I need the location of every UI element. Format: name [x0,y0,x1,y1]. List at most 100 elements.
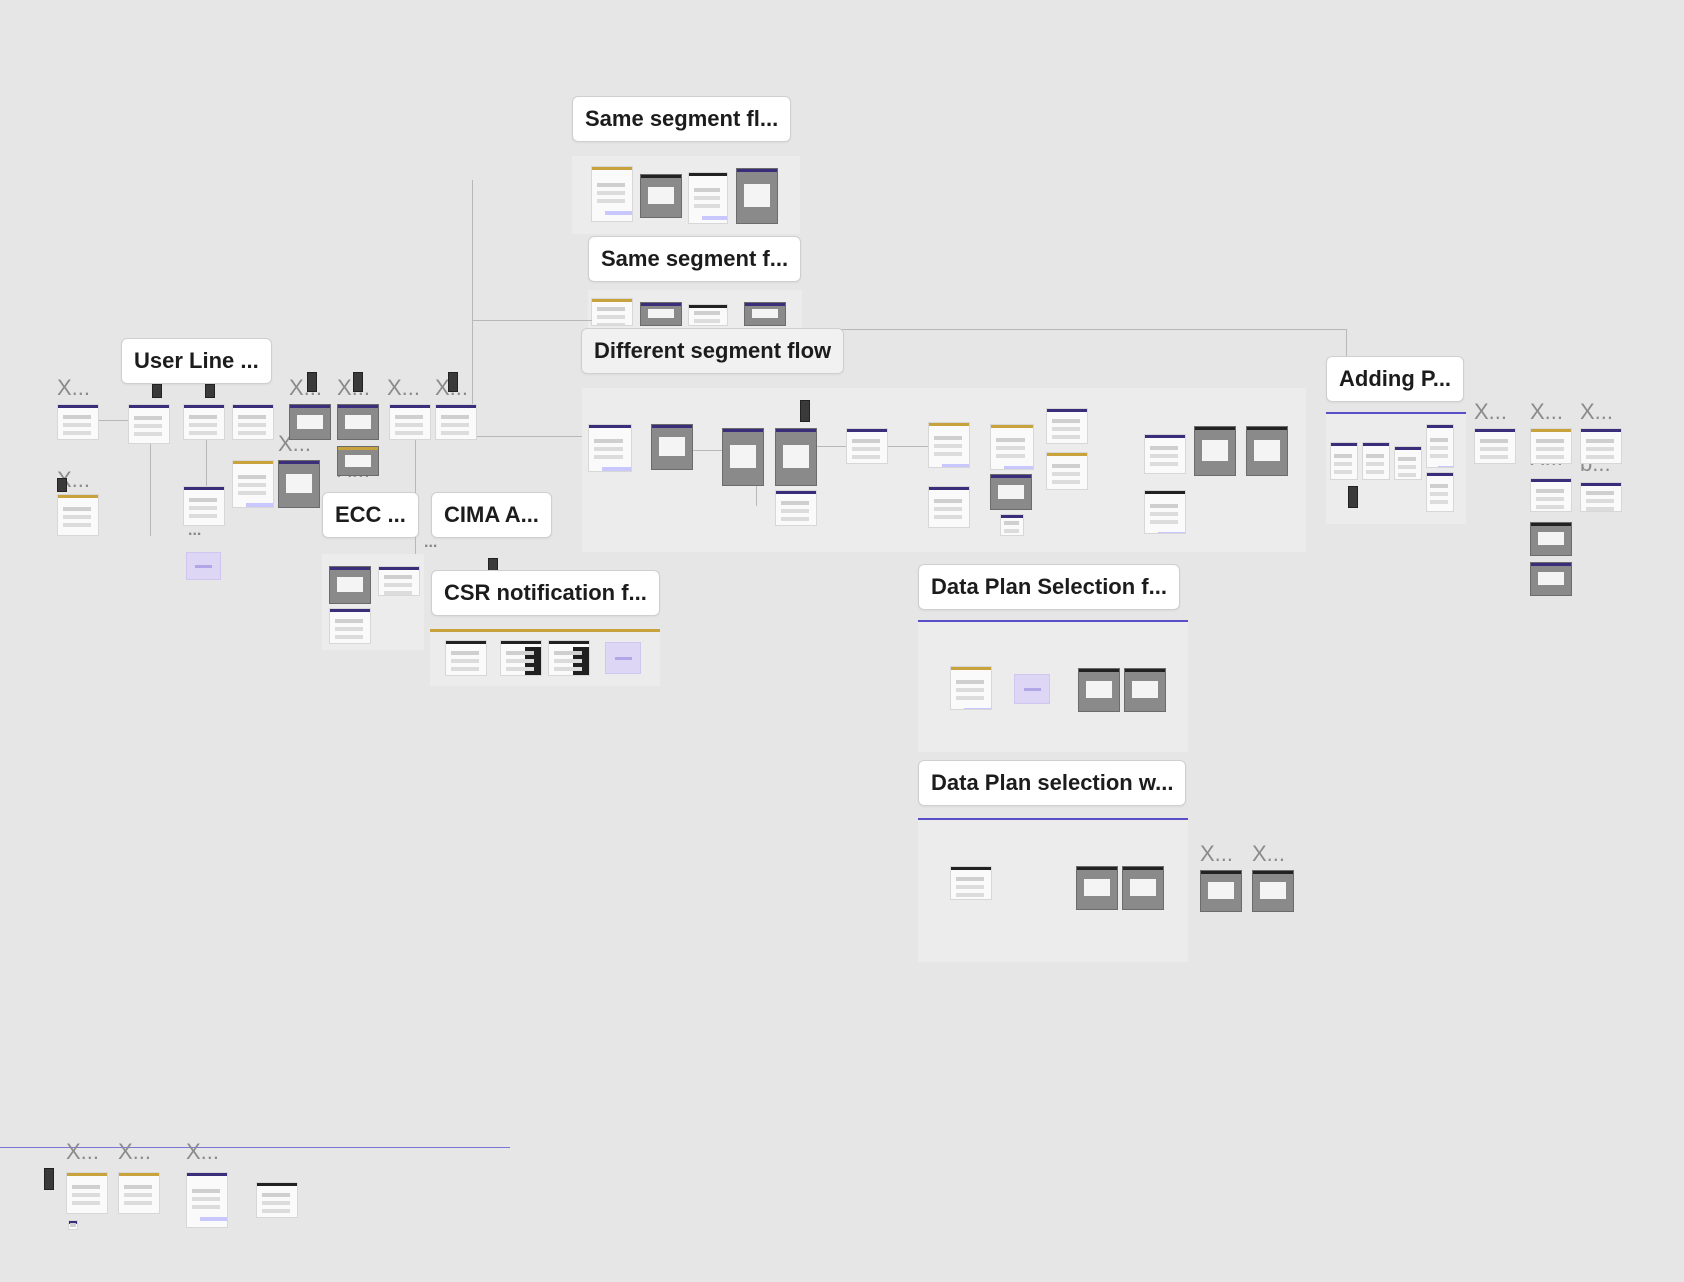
frame-label[interactable]: X... [118,1139,152,1164]
frame-thumbnail[interactable] [1078,668,1120,712]
phone-frame[interactable] [307,372,317,392]
frame-thumbnail[interactable] [1144,434,1186,474]
phone-frame[interactable] [1348,486,1358,508]
frame-thumbnail[interactable] [548,640,590,676]
frame-thumbnail[interactable] [688,172,728,224]
frame-thumbnail[interactable] [329,566,371,604]
frame-thumbnail[interactable] [1426,424,1454,468]
section-label-adding[interactable]: Adding P... [1326,356,1465,402]
frame-thumbnail[interactable] [1046,408,1088,444]
frame-label[interactable]: X... [1474,399,1508,424]
sticky-note[interactable] [186,552,221,580]
frame-thumbnail[interactable] [722,428,764,486]
frame-thumbnail[interactable] [1200,870,1242,912]
frame-thumbnail[interactable] [183,486,225,526]
frame-thumbnail[interactable] [1330,442,1358,480]
frame-thumbnail[interactable] [1000,514,1024,536]
frame-thumbnail[interactable] [232,404,274,440]
section-label-same-segment-2[interactable]: Same segment f... [588,236,802,282]
frame-thumbnail[interactable] [990,424,1034,470]
frame-thumbnail[interactable] [445,640,487,676]
frame-thumbnail[interactable] [1362,442,1390,480]
frame-label[interactable]: X... [1530,399,1564,424]
phone-frame[interactable] [205,384,215,398]
frame-thumbnail[interactable] [289,404,331,440]
frame-thumbnail[interactable] [928,486,970,528]
phone-frame[interactable] [353,372,363,392]
frame-thumbnail[interactable] [1046,452,1088,490]
frame-thumbnail[interactable] [591,166,633,222]
frame-thumbnail[interactable] [128,404,170,444]
frame-thumbnail[interactable] [950,666,992,710]
section-label-ecc[interactable]: ECC ... [322,492,419,538]
frame-thumbnail[interactable] [1530,428,1572,464]
sticky-note[interactable] [605,642,641,674]
phone-frame[interactable] [44,1168,54,1190]
frame-thumbnail[interactable] [1426,472,1454,512]
frame-thumbnail[interactable] [66,1172,108,1214]
section-label-data-plan-1[interactable]: Data Plan Selection f... [918,564,1180,610]
frame-thumbnail[interactable] [278,460,320,508]
frame-thumbnail[interactable] [736,168,778,224]
frame-thumbnail[interactable] [640,174,682,218]
frame-thumbnail[interactable] [378,566,420,596]
section-label-data-plan-2[interactable]: Data Plan selection w... [918,760,1187,806]
frame-thumbnail[interactable] [651,424,693,470]
frame-thumbnail[interactable] [1252,870,1294,912]
frame-thumbnail[interactable] [588,424,632,472]
frame-label[interactable]: X... [289,375,323,400]
frame-thumbnail[interactable] [846,428,888,464]
frame-thumbnail[interactable] [329,608,371,644]
frame-thumbnail[interactable] [337,404,379,440]
section-label-different-segment[interactable]: Different segment flow [581,328,845,374]
frame-thumbnail[interactable] [57,404,99,440]
sticky-note[interactable] [1014,674,1050,704]
frame-thumbnail[interactable] [1394,446,1422,480]
frame-thumbnail[interactable] [1246,426,1288,476]
frame-thumbnail[interactable] [640,302,682,326]
frame-label[interactable]: X... [1252,841,1286,866]
section-label-user-line[interactable]: User Line ... [121,338,272,384]
section-label-csr[interactable]: CSR notification f... [431,570,660,616]
frame-thumbnail[interactable] [1122,866,1164,910]
frame-thumbnail[interactable] [389,404,431,440]
section-label-same-segment-1[interactable]: Same segment fl... [572,96,792,142]
frame-thumbnail[interactable] [591,298,633,326]
frame-thumbnail[interactable] [118,1172,160,1214]
frame-label[interactable]: X... [1200,841,1234,866]
frame-thumbnail[interactable] [775,490,817,526]
phone-frame[interactable] [57,478,67,492]
section-label-cima[interactable]: CIMA A... [431,492,552,538]
frame-thumbnail[interactable] [928,422,970,468]
frame-thumbnail[interactable] [256,1182,298,1218]
frame-thumbnail[interactable] [775,428,817,486]
frame-thumbnail[interactable] [1580,482,1622,512]
phone-frame[interactable] [448,372,458,392]
frame-thumbnail[interactable] [1580,428,1622,464]
frame-label[interactable]: X... [57,375,91,400]
frame-thumbnail[interactable] [1530,478,1572,512]
frame-thumbnail[interactable] [990,474,1032,510]
frame-thumbnail[interactable] [57,494,99,536]
frame-thumbnail[interactable] [232,460,274,508]
frame-thumbnail[interactable] [1076,866,1118,910]
frame-thumbnail[interactable] [183,404,225,440]
frame-thumbnail[interactable] [1194,426,1236,476]
frame-thumbnail[interactable] [435,404,477,440]
frame-thumbnail[interactable] [1474,428,1516,464]
frame-label[interactable]: X... [1580,399,1614,424]
frame-thumbnail[interactable] [1530,522,1572,556]
frame-thumbnail[interactable] [500,640,542,676]
frame-thumbnail[interactable] [68,1220,78,1230]
frame-thumbnail[interactable] [688,304,728,326]
frame-thumbnail[interactable] [1144,490,1186,534]
frame-thumbnail[interactable] [337,446,379,476]
frame-label[interactable]: X... [66,1139,100,1164]
frame-thumbnail[interactable] [744,302,786,326]
frame-thumbnail[interactable] [1530,562,1572,596]
phone-frame[interactable] [800,400,810,422]
frame-thumbnail[interactable] [1124,668,1166,712]
phone-frame[interactable] [152,384,162,398]
frame-thumbnail[interactable] [186,1172,228,1228]
